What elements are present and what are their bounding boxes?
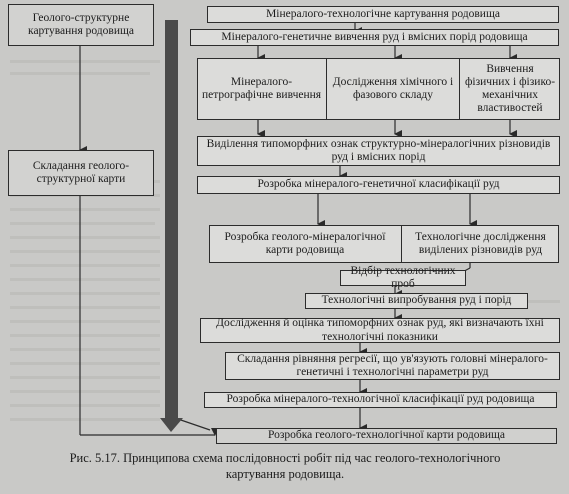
box-step-6b: Технологічне дослідження виділених різно… <box>402 225 559 263</box>
figure-caption: Рис. 5.17. Принципова схема послідовност… <box>40 450 530 483</box>
box-step-11: Розробка мінералого-технологічної класиф… <box>204 392 557 408</box>
box-label: Дослідження хімічного і фазового складу <box>332 75 454 101</box>
box-label: Вивчення фізичних і фізико-механічних вл… <box>464 62 556 115</box>
box-step-4: Виділення типоморфних ознак структурно-м… <box>197 136 560 166</box>
caption-line-2: картування родовища. <box>225 467 345 482</box>
box-step-2: Мінералого-генетичне вивчення руд і вміс… <box>190 29 559 46</box>
box-label: Технологічні випробування руд і порід <box>321 294 512 307</box>
caption-line-1: Рис. 5.17. Принципова схема послідовност… <box>69 451 501 465</box>
box-step-1: Мінералого-технологічне картування родов… <box>207 6 559 23</box>
box-label: Розробка геолого-мінералогічної карти ро… <box>224 230 386 256</box>
main-vertical-bar <box>165 20 178 418</box>
box-label: Геолого-структурне картування родовища <box>28 11 134 37</box>
box-step-3a: Мінералого-петрографічне вивчення <box>197 58 327 120</box>
main-vertical-bar-arrow <box>160 418 183 432</box>
box-label: Мінералого-петрографічне вивчення <box>201 75 322 101</box>
box-step-8: Технологічні випробування руд і порід <box>305 293 528 309</box>
box-step-3-group <box>197 58 560 120</box>
box-step-6-group <box>209 225 559 263</box>
box-step-7: Відбір технологічних проб <box>340 265 466 290</box>
box-geo-structural-mapping: Геолого-структурне картування родовища <box>8 4 154 46</box>
box-label: Технологічне дослідження виділених різно… <box>415 230 546 256</box>
box-label: Відбір технологічних проб <box>350 264 456 290</box>
box-label: Мінералого-технологічне картування родов… <box>266 7 500 20</box>
box-step-6a: Розробка геолого-мінералогічної карти ро… <box>209 225 402 263</box>
box-step-10: Складання рівняння регресії, що ув'язуют… <box>225 352 560 380</box>
box-label: Складання геолого-структурної карти <box>32 159 130 185</box>
box-label: Розробка геолого-технологічної карти род… <box>267 429 506 442</box>
box-step-12: Розробка геолого-технологічної карти род… <box>216 428 557 444</box>
box-step-3b: Дослідження хімічного і фазового складу <box>327 58 460 120</box>
box-label: Мінералого-генетичне вивчення руд і вміс… <box>221 30 528 43</box>
box-step-5: Розробка мінералого-генетичної класифіка… <box>197 176 560 194</box>
box-label: Розробка мінералого-технологічної класиф… <box>226 393 535 406</box>
box-step-3c: Вивчення фізичних і фізико-механічних вл… <box>460 58 560 120</box>
box-label: Виділення типоморфних ознак структурно-м… <box>206 137 551 163</box>
box-label: Розробка мінералого-генетичної класифіка… <box>257 178 500 191</box>
box-step-9: Дослідження й оцінка типоморфних ознак р… <box>200 317 560 343</box>
box-label: Складання рівняння регресії, що ув'язуют… <box>237 352 548 378</box>
box-geo-structural-map: Складання геолого-структурної карти <box>8 150 154 196</box>
box-label: Дослідження й оцінка типоморфних ознак р… <box>216 317 544 343</box>
